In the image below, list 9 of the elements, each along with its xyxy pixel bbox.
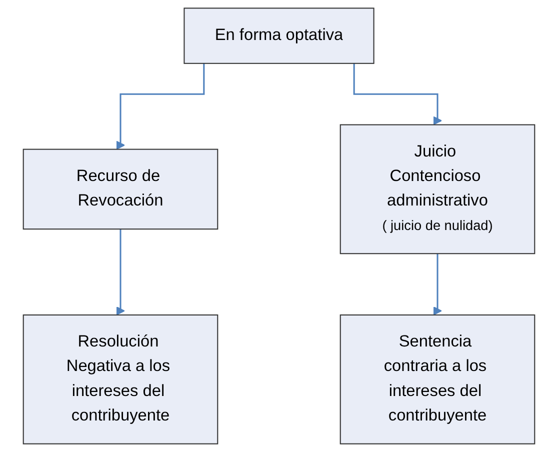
node-box: Juicio Contencioso administrativo ( juicio de nulidad) [340, 124, 536, 254]
arrow [433, 254, 442, 316]
arrow [353, 63, 442, 126]
arrow [116, 229, 125, 316]
arrow [116, 63, 205, 150]
node-box: Resolución Negativa a los intereses del contribuyente [22, 314, 218, 444]
node-box: En forma optativa [184, 8, 374, 64]
node-box: Sentencia contraria a los intereses del contribuyente [340, 314, 536, 444]
node-box: Recurso de Revocación [22, 148, 218, 230]
